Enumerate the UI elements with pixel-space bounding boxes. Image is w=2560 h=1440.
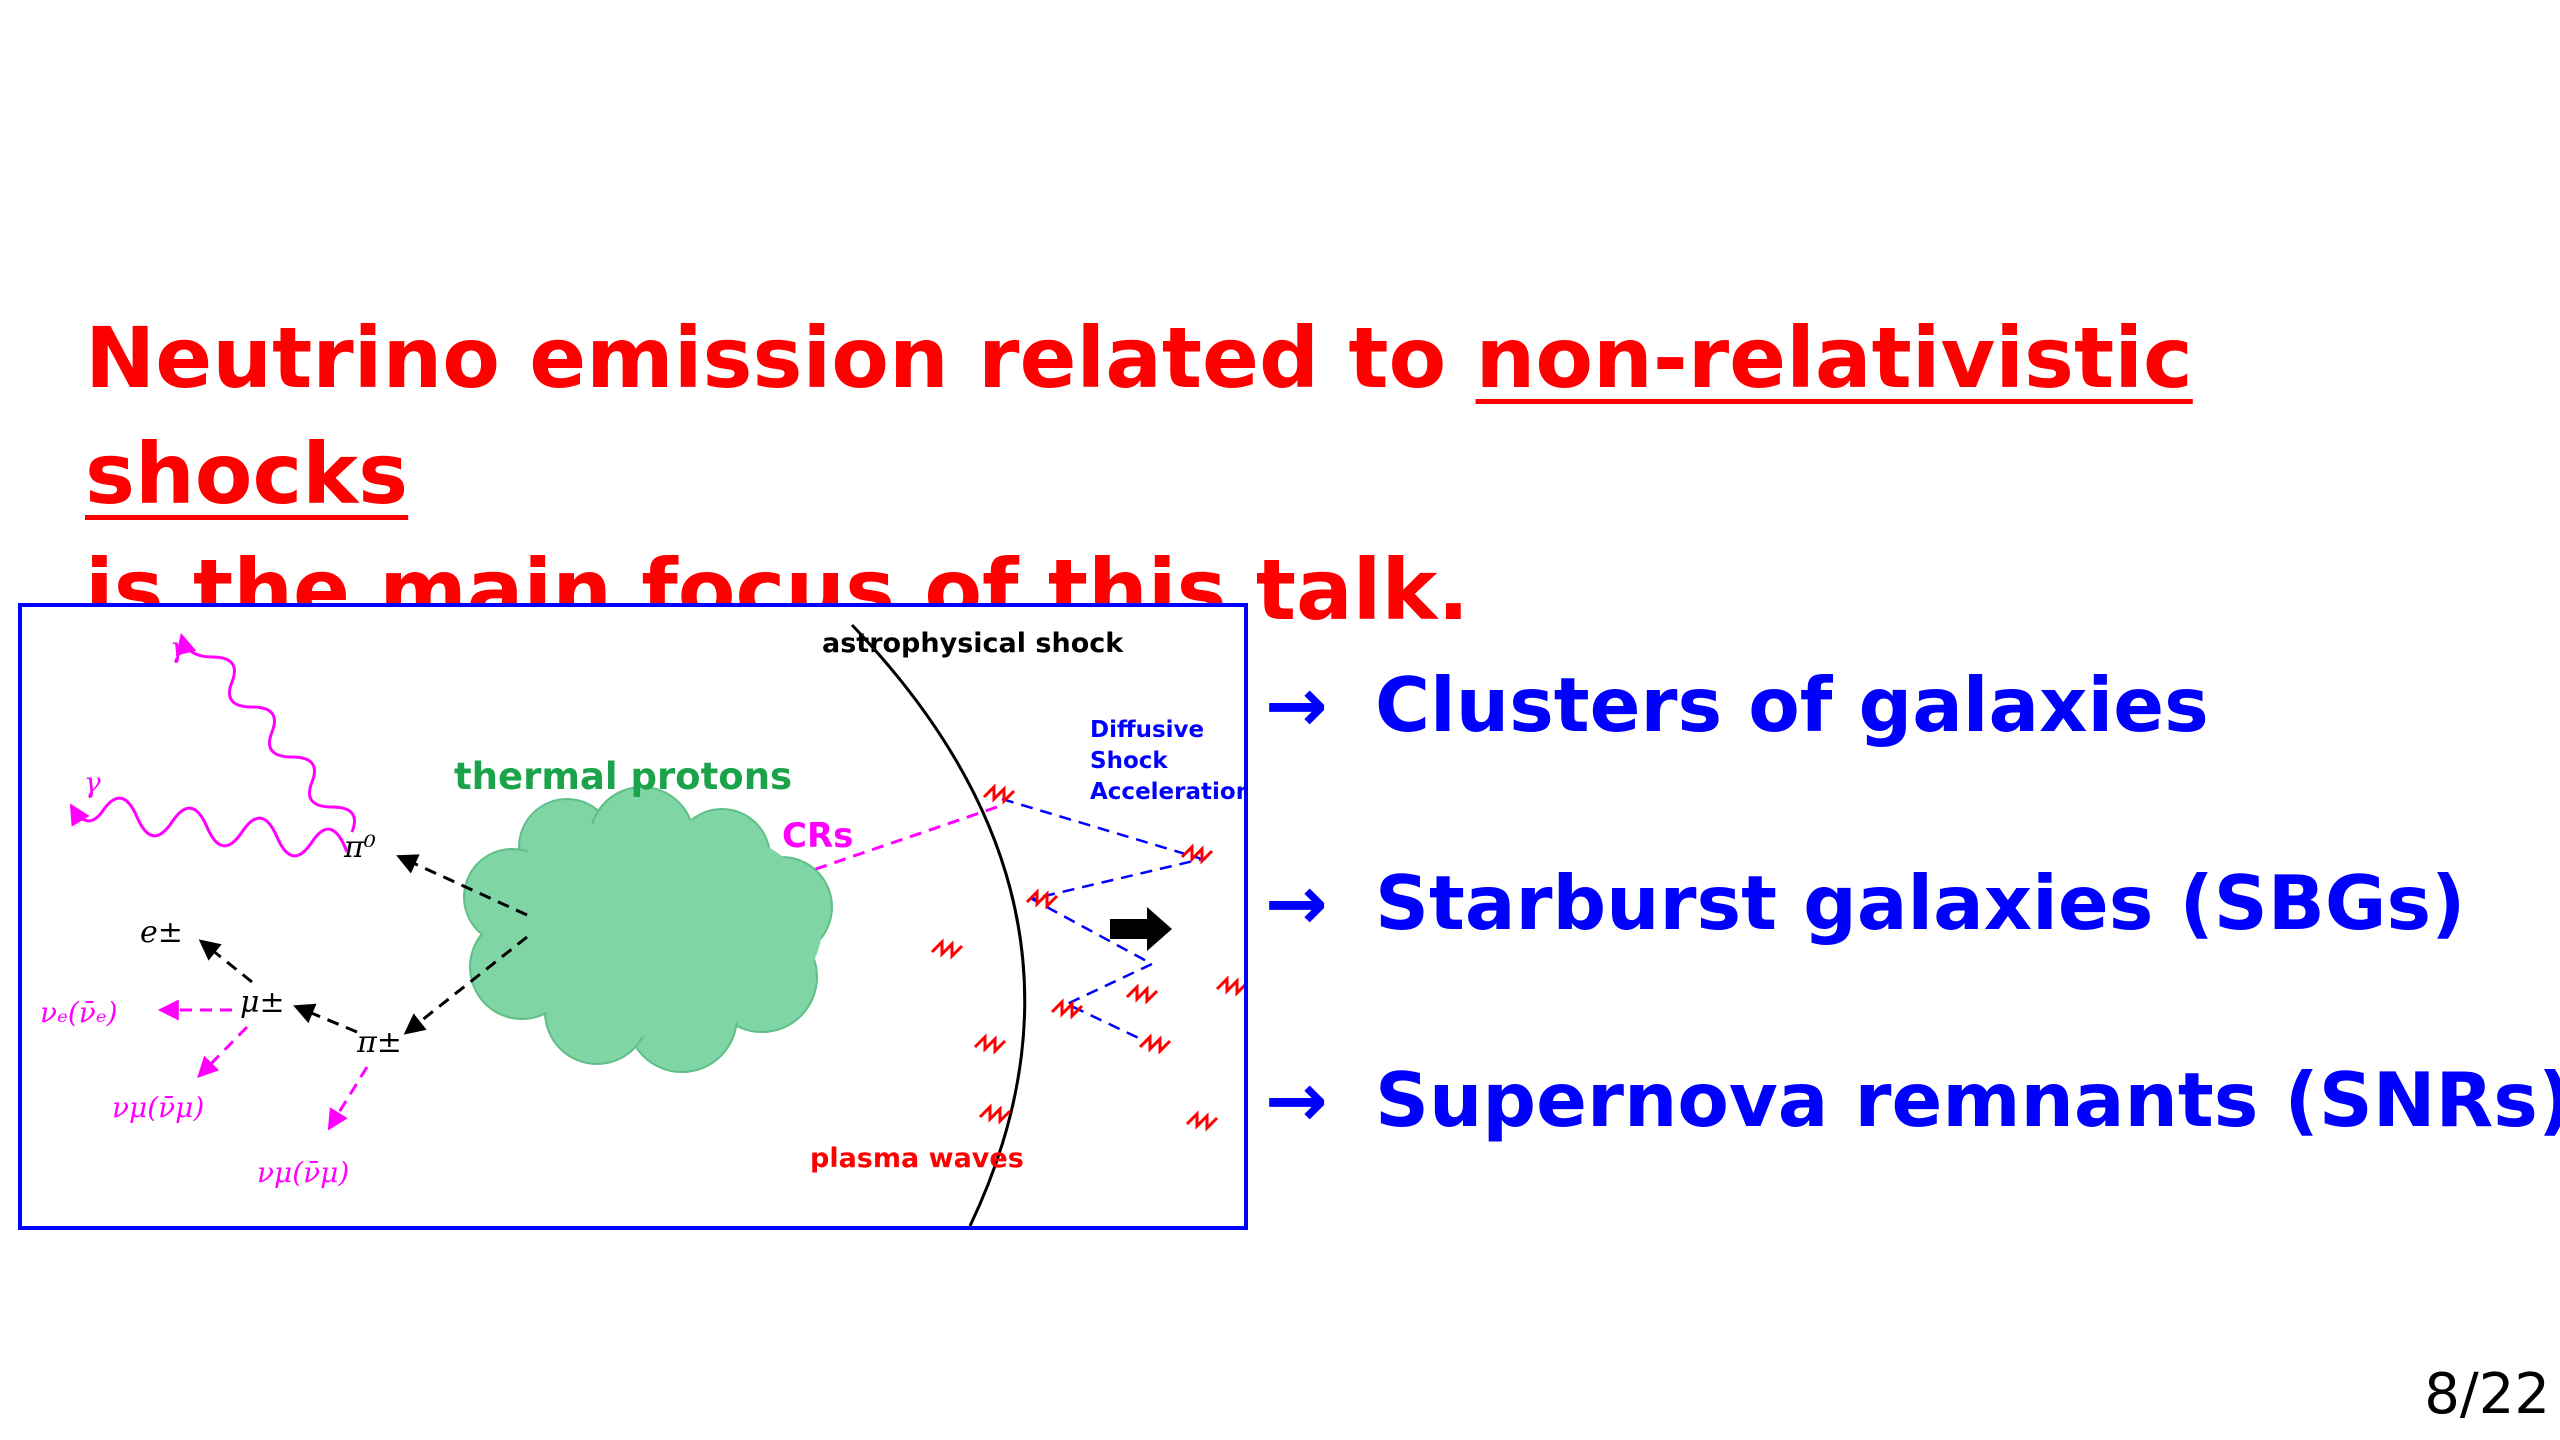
pi0-arrow [396,854,528,917]
epm-arrow [198,939,253,984]
mupm-arrow [293,1003,358,1034]
numu-label-2: νμ(ν̄μ) [257,1156,349,1189]
numu-label-1: νμ(ν̄μ) [112,1091,204,1124]
dsa-label-3: Acceleration [1090,779,1244,805]
bullet-text: Starburst galaxies (SBGs) [1375,859,2466,947]
bullet-text: Supernova remnants (SNRs) [1375,1056,2560,1144]
headline-underlined: non-relativistic shocks [85,309,2193,523]
bullet-arrow-icon: → [1265,859,1328,947]
bullet-text: Clusters of galaxies [1375,661,2209,749]
nue-label: νₑ(ν̄ₑ) [40,996,118,1029]
shock-neutrino-diagram: astrophysical shock Diffusive Shock Acce… [18,603,1248,1230]
dsa-label-1: Diffusive [1090,717,1204,743]
shock-direction-arrow [1110,907,1172,951]
gamma-label-upper: γ [170,631,187,664]
shock-label: astrophysical shock [822,628,1124,659]
thermal-protons-label: thermal protons [454,755,792,798]
mupm-label: μ± [240,985,285,1020]
numu-arrow-2 [327,1066,369,1131]
gamma-wave-upper [175,632,356,833]
bullet-starburst: → Starburst galaxies (SBGs) [1265,858,2465,948]
bullet-arrow-icon: → [1265,661,1328,749]
headline-part1: Neutrino emission related to [85,309,1476,407]
bullet-clusters: → Clusters of galaxies [1265,660,2209,750]
plasma-wave-squiggles [930,783,1244,1132]
dsa-label-2: Shock [1090,748,1168,774]
dsa-zigzag-path [1001,797,1207,1044]
epm-label: e± [140,915,183,950]
pipm-arrow [403,935,528,1035]
plasma-waves-label: plasma waves [810,1143,1024,1174]
thermal-proton-cloud [463,786,833,1073]
slide-headline: Neutrino emission related to non-relativ… [85,300,2525,648]
bullet-snr: → Supernova remnants (SNRs) [1265,1055,2560,1145]
pi0-label: π⁰ [343,830,376,865]
crs-label: CRs [782,816,853,856]
pipm-label: π± [356,1025,402,1060]
gamma-label-lower: γ [84,766,101,799]
bullet-arrow-icon: → [1265,1056,1328,1144]
gamma-wave-lower [69,796,349,858]
page-number: 8/22 [2424,1362,2550,1427]
shock-front-curve [850,623,1027,1226]
numu-arrow-1 [197,1025,249,1079]
diagram-svg: astrophysical shock Diffusive Shock Acce… [40,623,1244,1226]
